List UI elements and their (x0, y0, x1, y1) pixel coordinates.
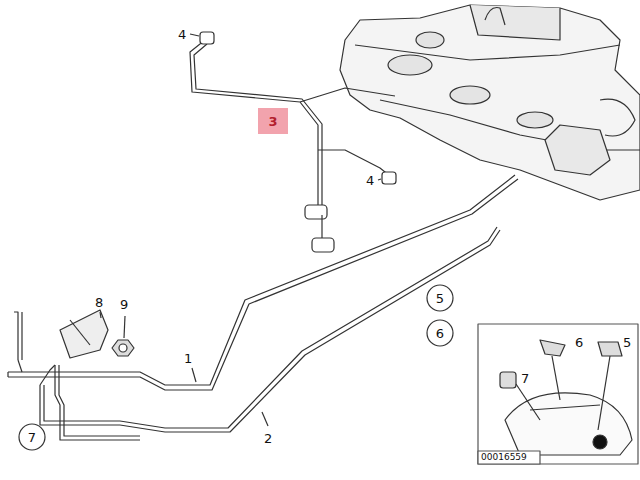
callout-number: 5 (436, 292, 444, 305)
callout-circle: 6 (426, 319, 454, 347)
callout-number: 6 (575, 336, 583, 349)
diagram-number: 00016559 (481, 453, 527, 462)
callout-number: 9 (120, 298, 128, 311)
callout-number: 1 (184, 352, 192, 365)
callout-number: 5 (623, 336, 631, 349)
callout-number: 6 (436, 327, 444, 340)
callout-number: 3 (268, 115, 277, 128)
callout-number: 4 (366, 174, 374, 187)
callout-number: 7 (521, 372, 529, 385)
highlighted-callout-box: 3 (258, 108, 288, 134)
callout-number: 4 (178, 28, 186, 41)
callout-number: 2 (264, 432, 272, 445)
callout-circle: 7 (18, 423, 46, 451)
callout-circle: 5 (426, 284, 454, 312)
callout-number: 8 (95, 296, 103, 309)
callout-number: 7 (28, 431, 36, 444)
